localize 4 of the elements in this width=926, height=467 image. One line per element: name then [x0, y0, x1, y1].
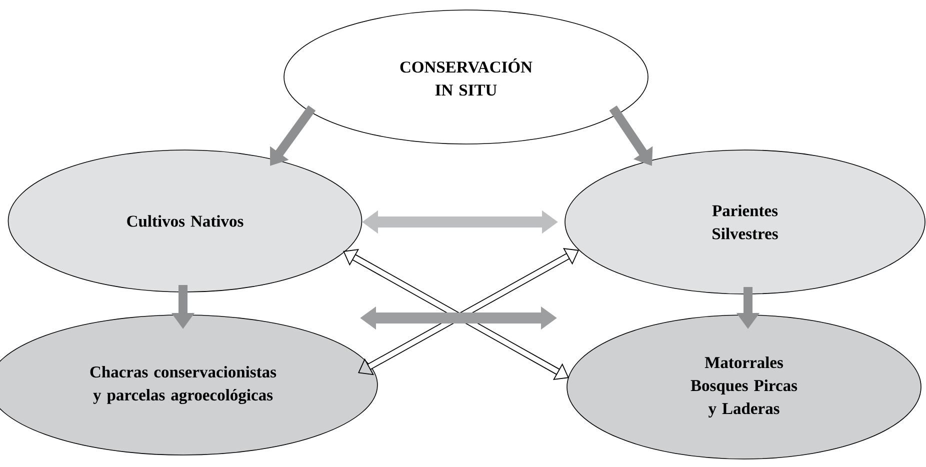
ellipse-node: Matorrales Bosques Pircas y Laderas — [566, 314, 922, 460]
ellipse-node: Cultivos Nativos — [8, 150, 362, 292]
ellipse-node: CONSERVACIÓN IN SITU — [284, 10, 648, 144]
ellipse-node: Parientes Silvestres — [564, 150, 926, 294]
